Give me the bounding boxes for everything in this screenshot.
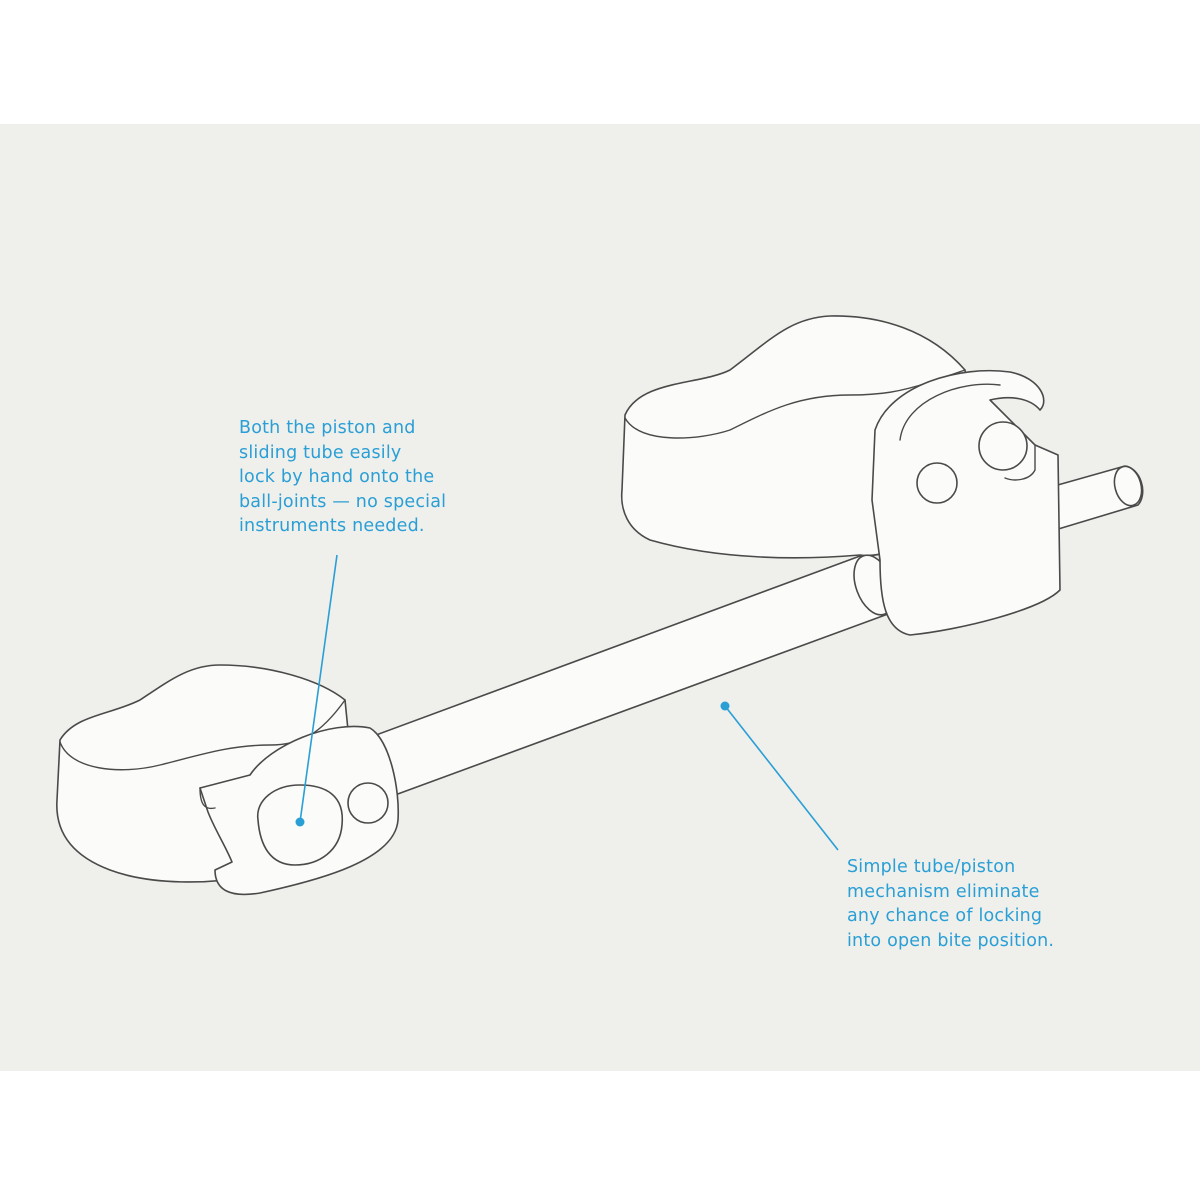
callout-leaders	[295, 554, 839, 851]
callout-ball-joints: Both the piston and sliding tube easily …	[239, 418, 447, 537]
leader-dot-ball-joint	[295, 817, 305, 827]
sliding-tube	[367, 554, 896, 796]
right-clamp	[871, 369, 1061, 636]
leader-line-tube	[724, 705, 839, 851]
leader-dot-tube	[720, 701, 730, 711]
callout-tube-piston: Simple tube/piston mechanism eliminate a…	[847, 857, 1055, 951]
leader-line-ball-joint	[299, 554, 338, 823]
piston-rod-end	[1039, 465, 1144, 531]
